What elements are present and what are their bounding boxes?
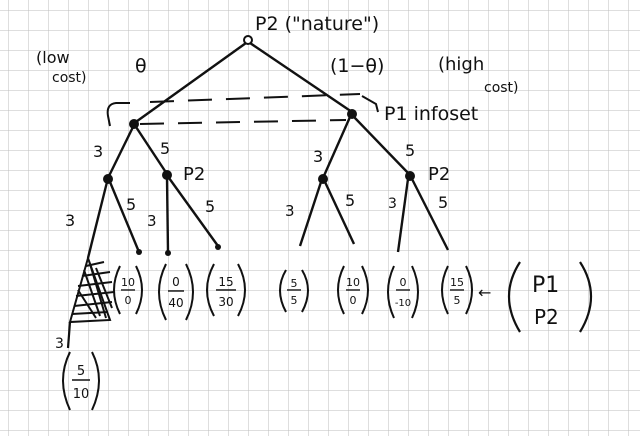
legend-bottom: P2: [534, 305, 559, 329]
lower-branch-line: [66, 321, 72, 349]
payoff-1-top: 10: [121, 276, 135, 289]
p1-node-left: [129, 119, 139, 129]
p2-n1-move-b: 5: [126, 195, 136, 214]
p2-n3-move-a: 3: [285, 202, 295, 220]
p1-left-move-a: 3: [93, 142, 103, 161]
nature-left-word-1: (low: [36, 48, 70, 67]
payoff-3: 15 30: [206, 263, 246, 317]
payoff-7-top: 15: [450, 276, 464, 289]
payoff-hidden: 5 10: [62, 351, 100, 411]
p2-n2-move-b-line: [168, 177, 219, 247]
p1-node-right: [347, 109, 357, 119]
p2-label-mid: P2: [183, 164, 205, 185]
payoff-1: 10 0: [113, 265, 143, 315]
p1-right-move-b: 5: [405, 141, 415, 160]
payoff-2: 0 40: [158, 263, 194, 321]
p2-n1-move-a: 3: [65, 211, 75, 230]
payoff-4: 5 5: [279, 269, 309, 313]
p2-label-right: P2: [428, 164, 450, 185]
payoff-4-top: 5: [291, 277, 298, 290]
p1-left-move-b-line: [134, 126, 169, 175]
nature-branch-high: [249, 42, 353, 113]
legend-arrow: ←: [478, 283, 491, 302]
nature-left-prob: θ: [135, 55, 147, 77]
p1-left-move-a-line: [106, 126, 135, 179]
p2-n1-move-b-line: [108, 181, 141, 253]
p1-right-move-a: 3: [313, 147, 323, 166]
leaf-3: [165, 250, 171, 256]
p2-node-3: [318, 174, 328, 184]
p2-n2-move-a-line: [165, 177, 170, 253]
payoff-6-bottom: -10: [395, 298, 411, 309]
p2-n3-move-a-line: [298, 181, 323, 247]
root-label: P2 ("nature"): [255, 13, 379, 35]
payoff-legend: ← P1 P2: [478, 261, 592, 333]
p2-n4-move-a: 3: [388, 196, 397, 212]
p2-n1-move-a-line: [86, 181, 109, 259]
lower-branch-move: 3: [55, 336, 64, 352]
payoff-5-top: 10: [346, 276, 360, 289]
nature-branch-low: [132, 42, 247, 125]
p2-n4-move-b: 5: [438, 193, 448, 212]
root-node: [243, 35, 253, 45]
nature-right-word-1: (high: [438, 54, 484, 75]
payoff-6-top: 0: [400, 276, 407, 289]
payoff-2-bottom: 40: [168, 296, 183, 310]
payoff-2-top: 0: [172, 275, 180, 289]
p2-n4-move-b-line: [410, 178, 450, 251]
payoff-3-top: 15: [218, 275, 233, 289]
p2-node-2: [162, 170, 172, 180]
p2-n4-move-a-line: [396, 178, 410, 253]
nature-left-word-2: cost): [52, 70, 87, 86]
p1-left-move-b: 5: [160, 139, 170, 158]
payoff-5-bottom: 0: [350, 294, 357, 307]
p2-n2-move-a: 3: [147, 212, 157, 230]
payoff-3-bottom: 30: [218, 295, 233, 309]
p2-n3-move-b: 5: [345, 191, 355, 210]
nature-right-prob: (1−θ): [330, 55, 384, 77]
infoset-dashes: [106, 93, 379, 127]
p2-node-4: [405, 171, 415, 181]
p2-node-1: [103, 174, 113, 184]
payoff-5: 10 0: [337, 265, 369, 315]
payoff-hidden-bottom: 10: [73, 387, 90, 402]
nature-right-word-2: cost): [484, 80, 519, 96]
leaf-4: [215, 244, 221, 250]
payoff-1-bottom: 0: [125, 294, 132, 307]
scribbled-terminal: [68, 254, 115, 324]
payoff-4-bottom: 5: [291, 294, 298, 307]
payoff-hidden-top: 5: [77, 364, 85, 379]
p1-right-move-a-line: [321, 116, 352, 179]
p2-n3-move-b-line: [323, 181, 356, 245]
legend-top: P1: [532, 273, 559, 298]
payoff-7: 15 5: [441, 265, 473, 315]
leaf-2: [136, 249, 142, 255]
infoset-label: P1 infoset: [384, 103, 478, 125]
p1-right-move-b-line: [353, 116, 411, 176]
p2-n2-move-b: 5: [205, 197, 215, 216]
payoff-6: 0 -10: [387, 265, 419, 319]
payoff-7-bottom: 5: [454, 294, 461, 307]
